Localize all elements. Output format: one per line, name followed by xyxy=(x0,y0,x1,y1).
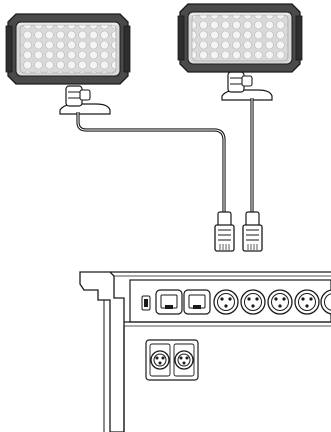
rj45-plug-left xyxy=(214,211,235,252)
xlr-port xyxy=(213,289,239,315)
led-flood-light-left xyxy=(5,13,131,115)
xlr-port xyxy=(240,289,266,315)
mixing-console xyxy=(79,271,331,432)
led-array xyxy=(191,14,289,62)
xlr-port xyxy=(267,289,293,315)
cable-left xyxy=(76,112,226,214)
rj45-port xyxy=(155,289,183,315)
led-array xyxy=(19,24,117,74)
usb-port xyxy=(141,295,151,311)
xlr-port xyxy=(294,289,320,315)
xlr-port xyxy=(173,343,195,377)
xlr-port xyxy=(320,289,331,315)
console-side xyxy=(79,271,125,432)
rj45-plug-right xyxy=(242,211,263,252)
led-flood-light-right xyxy=(177,3,303,101)
xlr-port xyxy=(149,343,171,377)
rj45-port xyxy=(183,289,211,315)
